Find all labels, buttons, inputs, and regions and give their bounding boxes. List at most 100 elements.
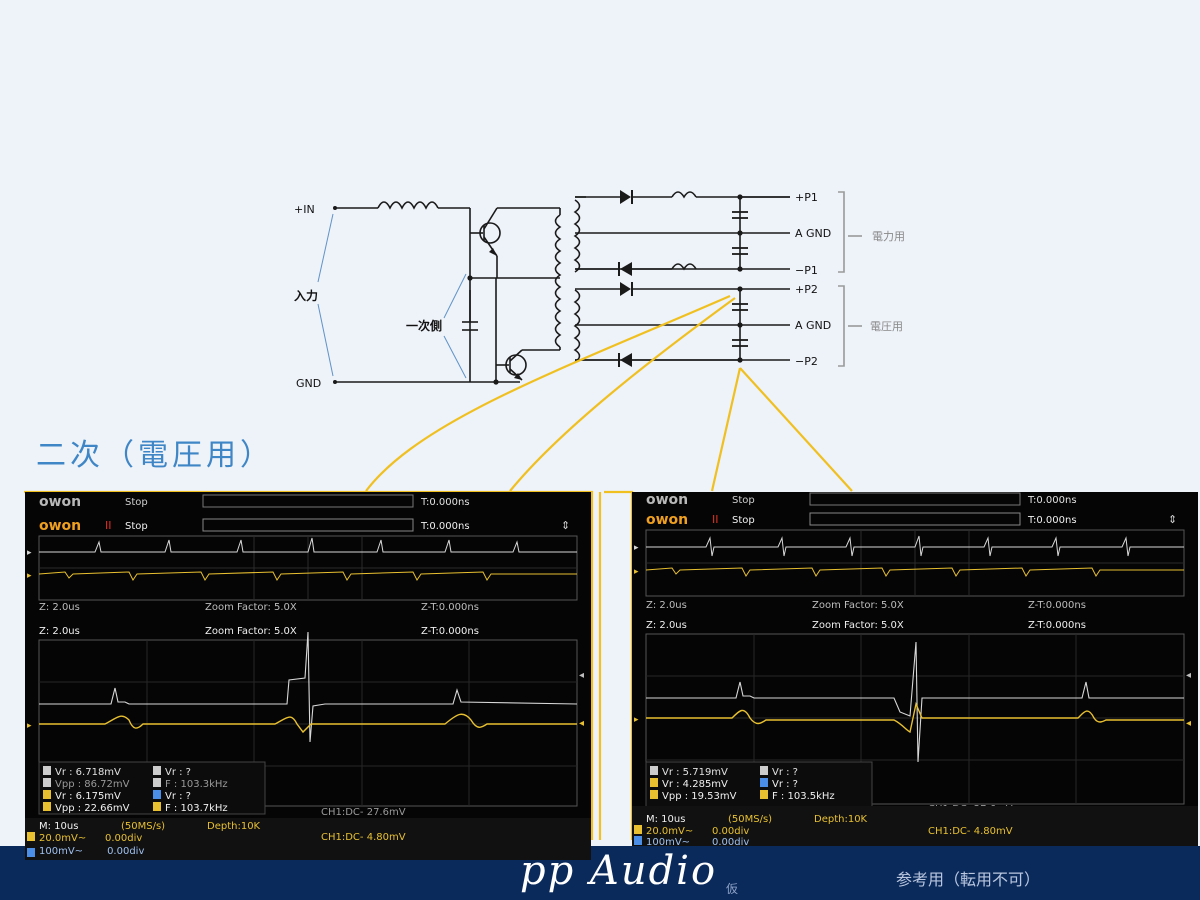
scope-left-ch1-scale: 20.0mV~ xyxy=(39,833,86,844)
scope-right-timebase: M: 10us xyxy=(646,814,685,825)
label-primary: 一次側 xyxy=(406,318,442,333)
scope-right-zfactor-1: Zoom Factor: 5.0X xyxy=(812,600,904,611)
scope-left-ztime-1: Z-T:0.000ns xyxy=(421,602,479,613)
scope-left-zscale-1: Z: 2.0us xyxy=(39,602,80,613)
scope-left-m-r-f-a: F : 103.3kHz xyxy=(165,779,228,790)
scope-right-ch2-offset: 0.00div xyxy=(712,837,749,846)
svg-text:◂: ◂ xyxy=(579,670,584,681)
scope-right-m-ch1-vr: Vr : 4.285mV xyxy=(662,779,728,790)
primary-winding xyxy=(554,214,562,348)
label-gnd: GND xyxy=(296,377,321,390)
scope-left-zoom-ch1-trace xyxy=(39,713,577,734)
scope-right-ch1-offset: 0.00div xyxy=(712,826,749,837)
scope-left-bottom-ghost: CH1:DC- 27.6mV xyxy=(321,807,406,818)
scope-right-zfactor: Zoom Factor: 5.0X xyxy=(812,620,904,631)
scope-right-sample-rate: (50MS/s) xyxy=(728,814,772,825)
scope-right-m-ch2-vr: Vr : 5.719mV xyxy=(662,767,728,778)
scope-right-zoom-ch2-trace xyxy=(646,641,1184,763)
label-agnd-2: A GND xyxy=(795,319,831,332)
scope-left-ch1-offset: 0.00div xyxy=(105,833,142,844)
scope-right-zscale: Z: 2.0us xyxy=(646,620,687,631)
scope-right-ch2-scale: 100mV~ xyxy=(646,837,690,846)
scope-left-logo-1: owon xyxy=(39,494,81,510)
scope-right: owon Stop T:0.000ns owon II Stop T:0.000… xyxy=(632,492,1198,846)
section-title: 二次（電圧用） xyxy=(36,438,274,473)
scope-right-logo-1: owon xyxy=(646,492,688,508)
callout-left-2 xyxy=(509,297,736,492)
scope-left-m-r-f-b: F : 103.7kHz xyxy=(165,803,228,814)
reference-note: 参考用（転用不可） xyxy=(896,870,1041,889)
scope-right-m-r-vr-a: Vr : ? xyxy=(772,767,798,778)
label-power-group: 電力用 xyxy=(872,230,905,243)
scope-left: owon Stop T:0.000ns owon II Stop T:0.000… xyxy=(25,492,591,846)
svg-text:◂: ◂ xyxy=(1186,670,1191,681)
scope-right-m-ch1-vpp: Vpp : 19.53mV xyxy=(662,791,737,802)
scope-right-overview-traces xyxy=(645,535,1184,577)
scope-left-m-ch1-vpp: Vpp : 22.66mV xyxy=(55,803,130,814)
diode-p1 xyxy=(620,190,631,204)
scope-left-run-icon: II xyxy=(105,519,112,532)
svg-text:▸: ▸ xyxy=(634,715,639,725)
scope-left-ch2-offset: 0.00div xyxy=(107,846,145,857)
scope-left-depth: Depth:10K xyxy=(207,821,261,832)
input-inductor xyxy=(377,201,439,210)
label-p1-plus: +P1 xyxy=(795,191,818,204)
scope-left-trigger-info: CH1:DC- 4.80mV xyxy=(321,832,406,843)
callout-left-1 xyxy=(365,294,731,492)
scope-left-ch2-status: 100mV~ 0.00div xyxy=(25,846,591,860)
label-input: 入力 xyxy=(294,288,318,303)
scope-right-m-r-vr-b: Vr : ? xyxy=(772,779,798,790)
diode-n2 xyxy=(620,353,632,367)
scope-left-usb-icon: ⇕ xyxy=(561,519,570,532)
secondary-winding-2 xyxy=(573,289,581,363)
scope-right-ztime: Z-T:0.000ns xyxy=(1028,620,1086,631)
scope-right-m-r-f-b: F : 103.5kHz xyxy=(772,791,835,802)
scope-left-overview-ch1-trace xyxy=(38,571,577,581)
scope-right-state-1: Stop xyxy=(732,495,755,506)
scope-left-zfactor: Zoom Factor: 5.0X xyxy=(205,626,297,637)
scope-left-zoom-traces xyxy=(39,631,578,743)
svg-text:▸: ▸ xyxy=(634,567,639,577)
label-p2-plus: +P2 xyxy=(795,283,818,296)
scope-right-logo: owon xyxy=(646,512,688,528)
scope-right-depth: Depth:10K xyxy=(814,814,868,825)
scope-left-zfactor-1: Zoom Factor: 5.0X xyxy=(205,602,297,613)
scope-right-trigger-info: CH1:DC- 4.80mV xyxy=(928,826,1013,837)
diode-n1 xyxy=(620,262,632,276)
svg-text:◂: ◂ xyxy=(1186,718,1191,729)
scope-left-ttime: T:0.000ns xyxy=(420,521,470,532)
scope-left-m-ch1-vr: Vr : 6.175mV xyxy=(55,791,121,802)
secondary-winding-1 xyxy=(573,199,581,273)
label-p2-minus: −P2 xyxy=(795,355,818,368)
scope-left-m-ch2-vr: Vr : 6.718mV xyxy=(55,767,121,778)
brand-tag: 仮 xyxy=(726,882,739,896)
label-agnd-1: A GND xyxy=(795,227,831,240)
scope-right-ttime-1: T:0.000ns xyxy=(1027,495,1077,506)
scope-right-usb-icon: ⇕ xyxy=(1168,513,1177,526)
scope-left-ttime-1: T:0.000ns xyxy=(420,497,470,508)
scope-right-state: Stop xyxy=(732,515,755,526)
scope-right-zscale-1: Z: 2.0us xyxy=(646,600,687,611)
svg-text:▸: ▸ xyxy=(27,571,32,581)
scope-right-overview-ch1-trace xyxy=(645,567,1184,577)
scope-left-overview-traces xyxy=(38,537,577,581)
p1-inductor xyxy=(671,191,697,199)
scope-left-state: Stop xyxy=(125,521,148,532)
scope-left-ztime: Z-T:0.000ns xyxy=(421,626,479,637)
scope-left-ch2-scale: 100mV~ xyxy=(39,846,84,857)
svg-text:▸: ▸ xyxy=(27,548,32,558)
scope-left-zscale: Z: 2.0us xyxy=(39,626,80,637)
scope-right-zoom-traces xyxy=(646,641,1184,763)
scope-right-run-icon: II xyxy=(712,513,719,526)
scope-left-state-1: Stop xyxy=(125,497,148,508)
label-p1-minus: −P1 xyxy=(795,264,818,277)
scope-right-zoom-ch1-trace xyxy=(646,701,1184,734)
scope-left-m-r-vr-b: Vr : ? xyxy=(165,791,191,802)
n1-inductor xyxy=(671,263,697,271)
scope-left-timebase: M: 10us xyxy=(39,821,78,832)
label-plus-in: +IN xyxy=(294,203,315,216)
svg-text:◂: ◂ xyxy=(579,718,584,729)
brand-logo: pp Audio xyxy=(520,848,718,894)
callout-right-2 xyxy=(739,367,853,492)
label-voltage-group: 電圧用 xyxy=(870,320,903,333)
